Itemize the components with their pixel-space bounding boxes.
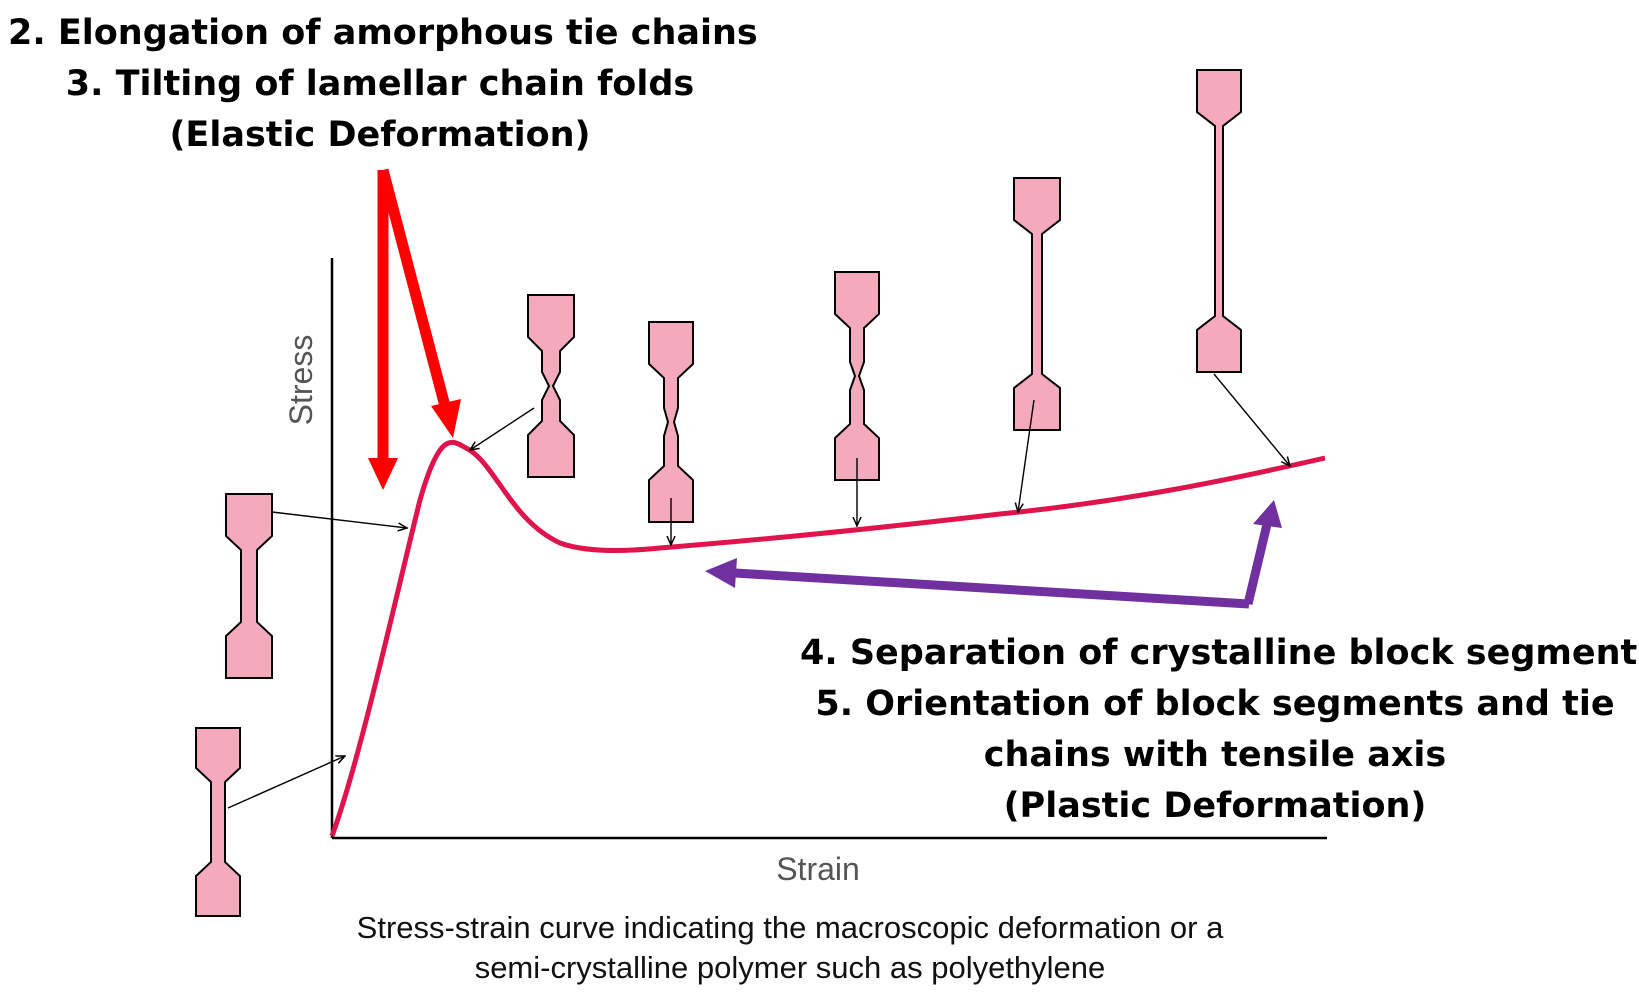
pointer-arrow-group xyxy=(227,373,1290,809)
elastic-annotation: 2. Elongation of amorphous tie chains 3.… xyxy=(0,8,760,161)
pointer-arrow-strain-hardening xyxy=(1213,373,1290,466)
specimen-neck-propagation xyxy=(834,271,880,481)
stress-strain-curve xyxy=(329,439,1326,837)
elastic-line-2: 3. Tilting of lamellar chain folds xyxy=(65,64,695,104)
specimen-neck-onset xyxy=(648,321,694,523)
pointer-arrow-unloaded xyxy=(227,756,345,809)
caption-line-2: semi-crystalline polymer such as polyeth… xyxy=(474,950,1106,985)
elastic-line-3: (Elastic Deformation) xyxy=(169,115,591,155)
pointer-arrow-yield xyxy=(470,407,535,450)
elastic-arrows xyxy=(368,168,461,490)
specimen-cold-draw xyxy=(1013,177,1061,431)
plastic-line-1: 4. Separation of crystalline block segme… xyxy=(800,633,1639,673)
specimen-unloaded xyxy=(195,727,241,917)
x-axis-label: Strain xyxy=(776,851,860,887)
specimen-group xyxy=(195,69,1242,917)
figure-caption: Stress-strain curve indicating the macro… xyxy=(250,908,1330,988)
plastic-arrows xyxy=(705,500,1282,609)
caption-line-1: Stress-strain curve indicating the macro… xyxy=(356,910,1224,945)
elastic-line-1: 2. Elongation of amorphous tie chains xyxy=(8,13,758,53)
plastic-line-2: 5. Orientation of block segments and tie xyxy=(815,684,1615,724)
plastic-line-4: (Plastic Deformation) xyxy=(1003,786,1427,826)
pointer-arrow-elastic xyxy=(271,511,407,528)
plastic-line-3: chains with tensile axis xyxy=(983,735,1447,775)
specimen-strain-hardening xyxy=(1196,69,1242,373)
pointer-arrow-cold-draw xyxy=(1018,399,1035,512)
plastic-annotation: 4. Separation of crystalline block segme… xyxy=(800,628,1639,832)
specimen-yield xyxy=(527,294,575,478)
specimen-elastic xyxy=(225,493,273,679)
y-axis-label: Stress xyxy=(283,335,319,426)
